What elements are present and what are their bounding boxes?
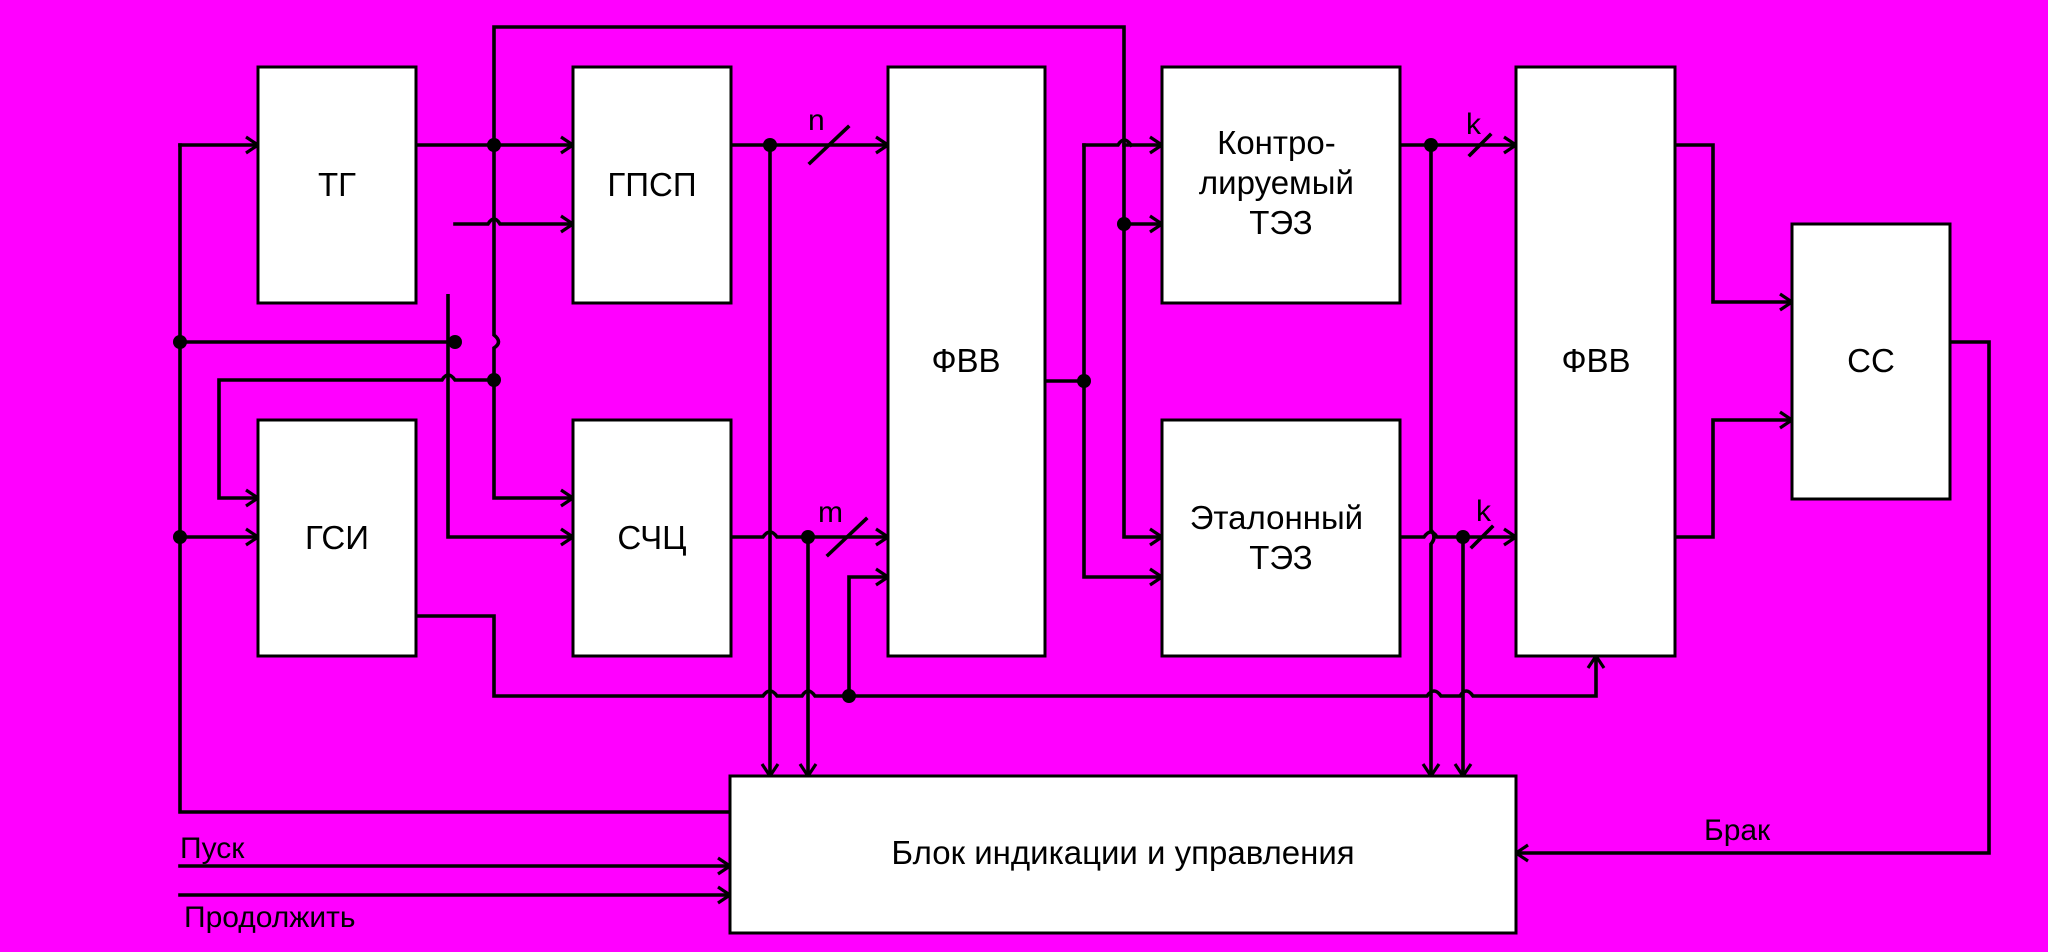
junction-dot (1456, 530, 1470, 544)
reference-tez-line-2: ТЭЗ (1249, 539, 1312, 576)
wire-h380 (217, 373, 496, 500)
junction-dot (448, 335, 462, 349)
junction-dot (487, 138, 501, 152)
wire-tg-down (492, 143, 575, 500)
bus-slashes (807, 124, 1495, 558)
block-fvv-1: ФВВ (886, 65, 1047, 658)
signal-start-label: Пуск (180, 832, 245, 865)
wire-top-loop (492, 25, 1164, 147)
junction-dot (173, 530, 187, 544)
junctions (173, 138, 1470, 703)
junction-dot (842, 689, 856, 703)
controlled-tez-line-3: ТЭЗ (1249, 204, 1312, 241)
wire-fvv2-ss-lower (1673, 418, 1794, 539)
block-ss-label: СС (1847, 342, 1895, 379)
junction-dot (1117, 217, 1131, 231)
wire-gpsp-in2 (453, 217, 575, 226)
wire-fvv1-split (1082, 143, 1164, 579)
block-controlled-tez-label: Контро- лируемый ТЭЗ (1199, 124, 1363, 241)
bus-label-m: m (818, 496, 843, 529)
block-tg: ТГ (256, 65, 418, 305)
wire-ctez-to-control (1429, 143, 1436, 778)
block-schc: СЧЦ (571, 418, 733, 658)
slash-k2 (1469, 524, 1495, 550)
wire-schc-out (729, 530, 890, 539)
junction-dot (1077, 374, 1091, 388)
junction-dot (801, 530, 815, 544)
bus-label-n: n (808, 104, 825, 137)
wire-gsi-to-fvv1 (847, 575, 890, 698)
signal-defect-label: Брак (1704, 814, 1771, 847)
block-tg-label: ТГ (318, 166, 356, 203)
block-schc-label: СЧЦ (617, 519, 686, 556)
block-fvv-2-label: ФВВ (1561, 342, 1630, 379)
block-reference-tez-label: Эталонный ТЭЗ (1190, 499, 1373, 576)
bus-label-k-upper: k (1466, 108, 1482, 141)
wire-h342 (178, 294, 575, 539)
slash-k1 (1467, 132, 1493, 158)
block-gpsp: ГПСП (571, 65, 733, 305)
block-control-unit-label: Блок индикации и управления (891, 834, 1354, 871)
junction-dot (173, 335, 187, 349)
block-gsi: ГСИ (256, 418, 418, 658)
block-control-unit: Блок индикации и управления (728, 774, 1518, 935)
wire-defect (1514, 340, 1991, 855)
block-fvv-2: ФВВ (1514, 65, 1677, 658)
block-fvv-1-label: ФВВ (931, 342, 1000, 379)
labels: n m k k Пуск Продолжить Брак (180, 104, 1771, 934)
controlled-tez-line-1: Контро- (1217, 124, 1336, 161)
bus-label-k-lower: k (1476, 495, 1492, 528)
junction-dot (763, 138, 777, 152)
junction-dot (1424, 138, 1438, 152)
wires (178, 25, 1991, 897)
block-gsi-label: ГСИ (305, 519, 369, 556)
wire-left-bus (178, 143, 732, 814)
reference-tez-line-1: Эталонный (1190, 499, 1363, 536)
wire-fvv2-ss-upper (1673, 143, 1794, 304)
controlled-tez-line-2: лируемый (1199, 164, 1354, 201)
block-controlled-tez: Контро- лируемый ТЭЗ (1160, 65, 1402, 305)
block-ss: СС (1790, 222, 1952, 501)
blocks: ТГ ГСИ ГПСП СЧЦ ФВВ Контро- лируемый ТЭЗ (256, 65, 1952, 935)
wire-rtez-out (1398, 530, 1518, 539)
slash-m (825, 516, 869, 558)
signal-continue-label: Продолжить (184, 901, 356, 934)
wire-fvv1-ctez (1082, 138, 1134, 148)
slash-n (807, 124, 851, 166)
junction-dot (487, 373, 501, 387)
wire-loop-ctez-ref (1122, 143, 1164, 539)
block-reference-tez: Эталонный ТЭЗ (1160, 418, 1402, 658)
block-gpsp-label: ГПСП (607, 166, 696, 203)
